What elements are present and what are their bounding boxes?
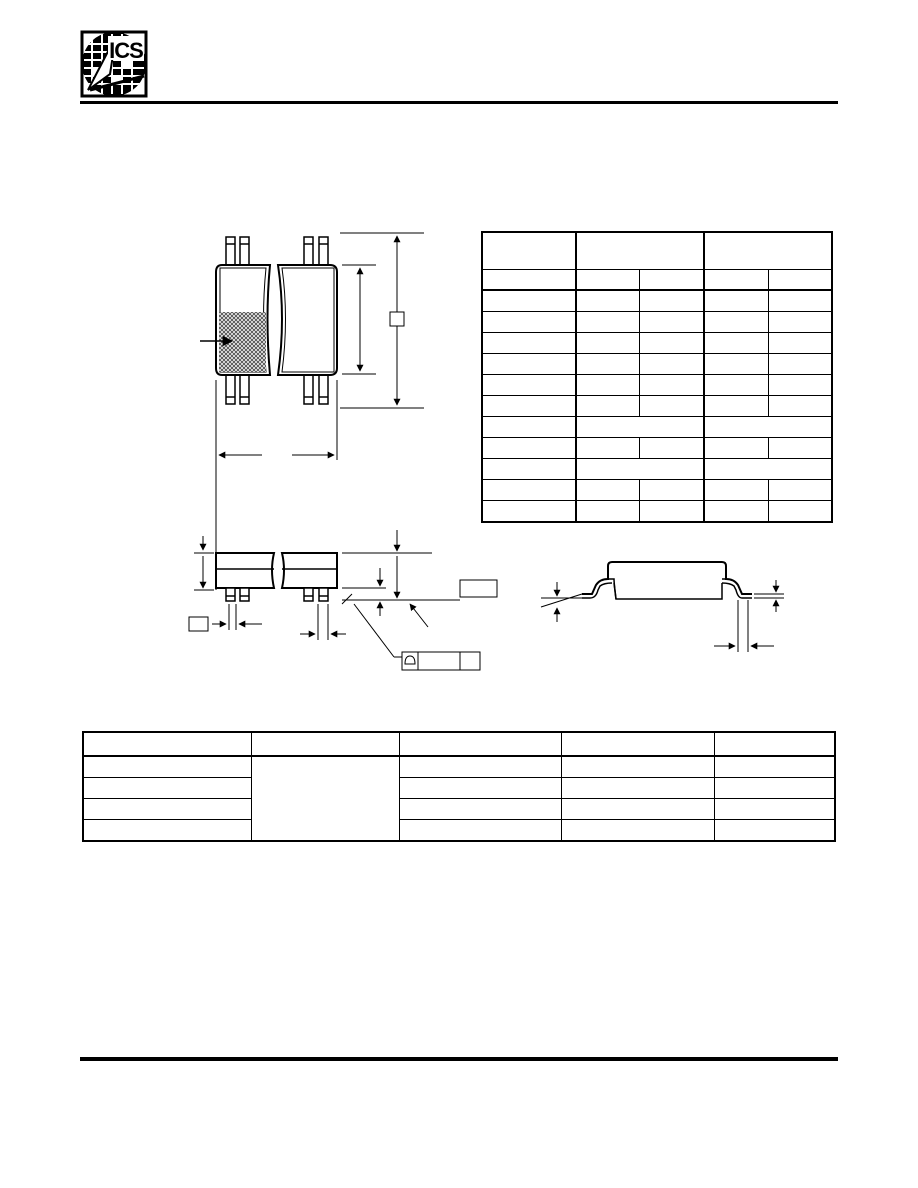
ordering-row <box>82 819 836 842</box>
package-dimension-table <box>481 231 833 523</box>
ordering-row <box>82 798 836 820</box>
package-side-view <box>215 552 338 602</box>
dim-row-merged <box>481 458 833 480</box>
ordering-header-cell <box>398 731 562 757</box>
lead-detail-dimensions <box>540 580 784 652</box>
dim-row <box>481 374 833 396</box>
dim-row <box>481 332 833 354</box>
ordering-header-cell <box>82 731 252 757</box>
dim-subheader <box>481 269 577 291</box>
lead-detail-view <box>582 561 752 600</box>
dim-subheader-cell <box>575 269 640 291</box>
dim-header-group-1 <box>575 231 705 270</box>
dim-subheader-cell <box>703 269 769 291</box>
dim-subheader-cell <box>767 269 833 291</box>
dim-row <box>481 500 833 523</box>
dim-subheader-cell <box>638 269 705 291</box>
ordering-row <box>82 777 836 799</box>
side-view-dimensions <box>188 530 498 671</box>
package-top-view <box>200 236 338 405</box>
dim-row-merged <box>481 416 833 438</box>
dim-row <box>481 353 833 375</box>
dim-row <box>481 289 833 312</box>
ics-logo: ICS ICS <box>80 30 148 98</box>
ordering-header-cell <box>560 731 715 757</box>
footer-rule <box>80 1057 838 1061</box>
dim-header-group-2 <box>703 231 833 270</box>
package-outline-drawing <box>188 232 784 671</box>
dim-header-symbol <box>481 231 577 270</box>
dim-row <box>481 437 833 459</box>
ordering-header-cell <box>713 731 836 757</box>
logo-text: ICS <box>148 30 149 31</box>
ordering-merged-cell <box>250 755 400 842</box>
header-rule <box>80 101 838 104</box>
ordering-row <box>82 755 836 842</box>
svg-text:ICS: ICS <box>109 38 143 63</box>
dim-row <box>481 311 833 333</box>
ordering-header-cell <box>250 731 400 757</box>
dim-row <box>481 395 833 417</box>
ordering-information-table <box>82 731 836 842</box>
dim-row <box>481 479 833 501</box>
ordering-header-row <box>82 731 836 757</box>
